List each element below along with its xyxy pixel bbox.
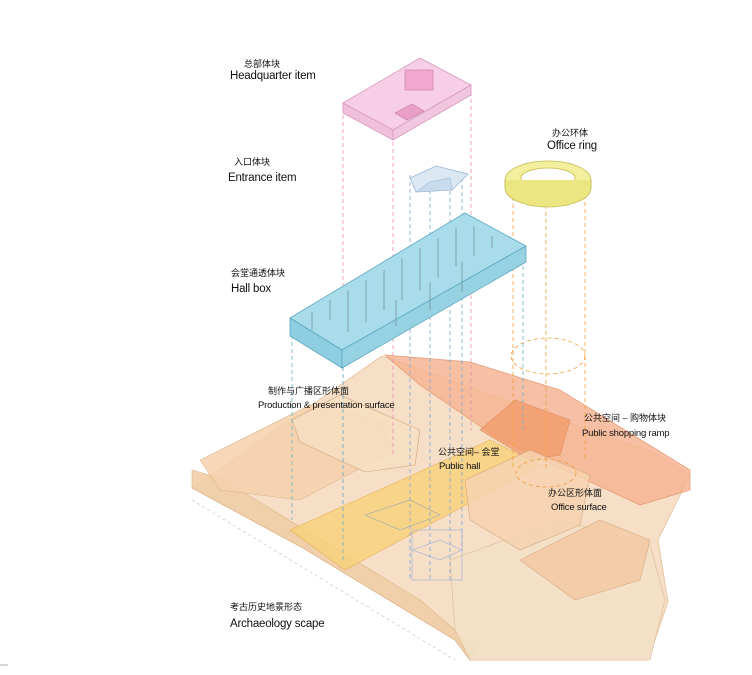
headquarter-label-en: Headquarter item (230, 70, 316, 82)
office-ring-footprint (510, 337, 586, 375)
entrance-front (414, 177, 453, 193)
office-ring-wall (504, 180, 592, 208)
archaeology-scape-layer (191, 354, 691, 661)
office-surface-box-2 (519, 519, 651, 601)
hall-box (289, 212, 527, 369)
hall-box-label-zh: 会堂通透体块 (231, 268, 286, 278)
entrance-top (409, 165, 469, 193)
headquarter-label-zh: 总部体块 (244, 59, 281, 69)
production-label-zh: 制作与广播区形体面 (268, 386, 350, 396)
projection-lines (291, 85, 586, 580)
public-hall-label-zh: 公共空间– 会堂 (438, 447, 500, 457)
headquarter-item (342, 57, 472, 141)
archaeology-label-zh: 考古历史地景形态 (230, 602, 303, 612)
office-ring-footprint-2 (515, 458, 577, 488)
entrance-label-en: Entrance item (228, 172, 297, 184)
hq-notch (394, 103, 425, 121)
production-box (291, 394, 421, 473)
hall-box-side (341, 245, 527, 369)
hall-box-columns (311, 226, 493, 332)
office-surface-box (464, 449, 591, 551)
office-ring (504, 160, 592, 208)
entrance-shaft (411, 529, 463, 581)
public-hall-label-en: Public hall (439, 461, 481, 472)
archaeology-label-en: Archaeology scape (230, 618, 325, 630)
hall-box-label-en: Hall box (231, 283, 271, 295)
hall-box-ghost (364, 499, 441, 531)
office-ring-label-zh: 办公环体 (552, 128, 589, 138)
shopping-label-zh: 公共空间 – 购物体块 (584, 413, 667, 423)
entrance-label-zh: 入口体块 (234, 157, 271, 167)
hq-courtyard (404, 69, 434, 91)
office-surface-label-en: Office surface (551, 502, 607, 513)
office-ring-label-en: Office ring (547, 140, 597, 152)
hq-side (392, 84, 472, 141)
production-label-en: Production & presentation surface (258, 400, 395, 411)
entrance-item (409, 165, 469, 193)
shopping-label-en: Public shopping ramp (582, 428, 670, 439)
office-surface-label-zh: 办公区形体面 (548, 488, 603, 498)
